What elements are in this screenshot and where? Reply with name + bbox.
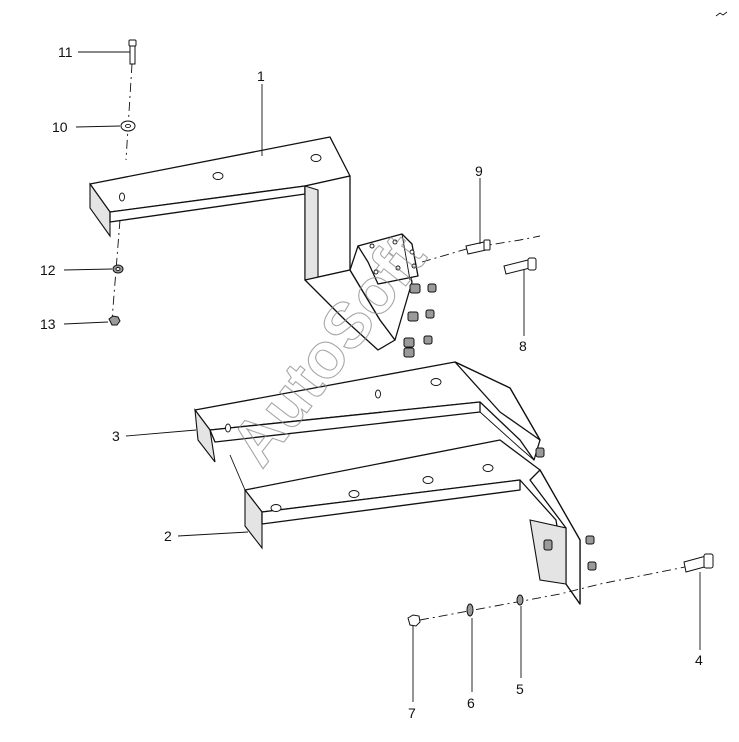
callout-5: 5 [516, 681, 524, 697]
nut-7 [407, 614, 421, 627]
callout-4: 4 [695, 652, 703, 668]
callout-10: 10 [52, 119, 68, 135]
callout-11: 11 [58, 44, 73, 60]
right-upper-hardware [421, 235, 541, 275]
callout-3: 3 [112, 428, 120, 444]
part-3-middle-bracket [194, 361, 545, 463]
callout-13: 13 [40, 316, 56, 332]
bolt-8 [503, 259, 531, 275]
part-1-upper-bracket [89, 136, 437, 358]
callout-12: 12 [40, 262, 56, 278]
corner-mark [715, 11, 728, 17]
part-1-studs [403, 283, 437, 358]
bolt-9 [465, 241, 487, 255]
washer-6 [466, 603, 474, 617]
callout-8: 8 [519, 338, 527, 354]
callout-7: 7 [408, 705, 416, 721]
part-2-lower-bracket [229, 439, 597, 605]
right-lower-hardware [407, 553, 714, 627]
nut-13 [108, 315, 121, 326]
callout-6: 6 [467, 695, 475, 711]
callout-2: 2 [164, 528, 172, 544]
callout-1: 1 [257, 68, 265, 84]
washer-5 [516, 594, 524, 606]
leader-lines [63, 51, 701, 702]
left-hardware-stack [108, 39, 137, 326]
callout-9: 9 [475, 163, 483, 179]
bolt-11 [128, 39, 137, 47]
callout-labels: 1 2 3 4 5 6 7 8 9 10 11 12 13 [40, 44, 703, 721]
